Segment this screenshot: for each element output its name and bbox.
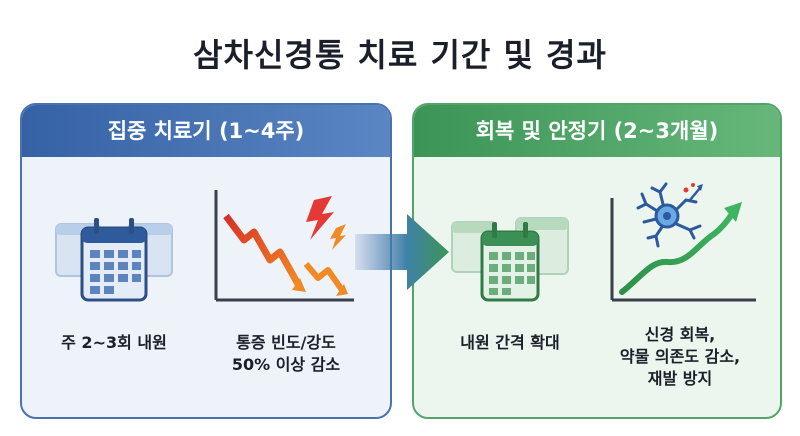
phase-header-intensive: 집중 치료기 (1~4주) — [22, 105, 390, 157]
phase-header-recovery: 회복 및 안정기 (2~3개월) — [414, 105, 780, 157]
page-title: 삼차신경통 치료 기간 및 경과 — [193, 36, 607, 74]
pain-decrease-chart-icon — [214, 190, 354, 302]
calendar-icon — [55, 218, 173, 302]
phase-panel-recovery: 회복 및 안정기 (2~3개월) — [412, 103, 782, 419]
calendar-icon — [451, 217, 569, 302]
caption-visit-interval: 내원 간격 확대 — [460, 333, 560, 352]
caption-pain-reduction: 통증 빈도/강도 50% 이상 감소 — [231, 333, 341, 374]
nerve-recovery-chart-icon — [610, 182, 756, 302]
right-arrow-icon — [355, 214, 449, 290]
caption-visit-frequency: 주 2~3회 내원 — [61, 333, 167, 352]
neuron-icon — [636, 182, 703, 248]
caption-nerve-recovery: 신경 회복, 약물 의존도 감소, 재발 방지 — [619, 325, 741, 388]
